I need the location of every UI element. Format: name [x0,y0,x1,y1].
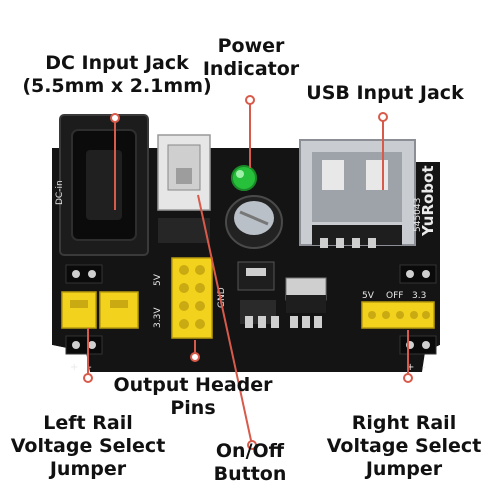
pointer-lines [87,100,409,446]
minus-silk-left: - [88,362,92,373]
right-v33-silk: 3.3 [412,291,426,301]
label-power-indicator: Power Indicator [202,35,300,80]
label-usb-input-jack: USB Input Jack [306,82,464,104]
usb-input-jack [299,139,416,248]
label-dc-input-jack: DC Input Jack (5.5mm x 2.1mm) [22,52,212,97]
left-rail-jumpers [61,291,139,329]
dc-in-silk: DC-in [55,180,65,205]
v5-silk: 5V [153,273,163,286]
output-header-pins: 5V 3.3V GND [153,257,227,339]
plus-silk-left: + [70,362,78,373]
label-left-rail-jumper: Left Rail Voltage Select Jumper [10,412,166,480]
label-right-rail-jumper: Right Rail Voltage Select Jumper [326,412,482,480]
label-on-off-button: On/Off Button [213,440,287,485]
power-led [231,165,257,191]
right-off-silk: OFF [386,291,403,301]
v33-silk: 3.3V [153,307,163,328]
on-off-button [157,134,211,243]
minus-silk-right: - [422,362,426,373]
plus-silk-right: + [406,362,414,373]
capacitor [225,195,283,249]
model-silk: 545043 [413,198,423,232]
right-rail-jumper-header: 5V OFF 3.3 [361,291,435,329]
label-output-header-pins: Output Header Pins [113,374,273,419]
pointer-dots [83,95,413,450]
gnd-silk: GND [217,287,227,308]
right-v5-silk: 5V [362,291,375,301]
dc-input-jack: DC-in [55,114,149,256]
brand-silk: YuRobot [419,165,437,237]
voltage-regulators [237,261,327,328]
